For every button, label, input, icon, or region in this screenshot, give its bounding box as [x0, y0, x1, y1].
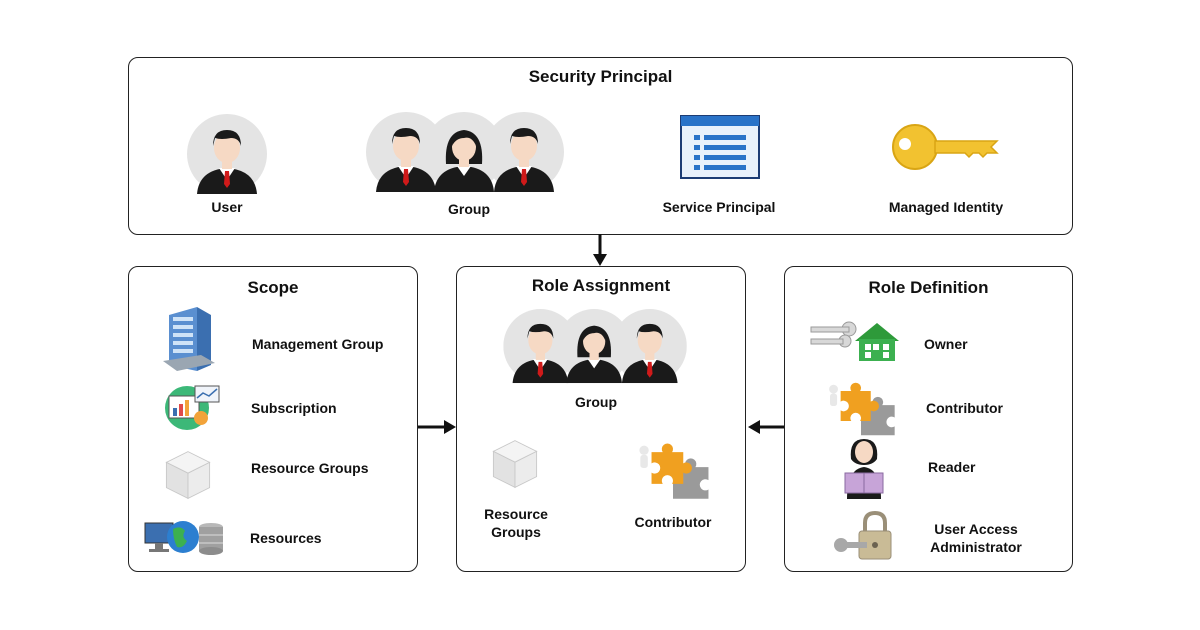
cube-icon: [488, 436, 542, 492]
cube-icon: [161, 447, 215, 503]
contributor-label: Contributor: [926, 400, 1003, 416]
arrow-left-icon: [748, 420, 786, 434]
user-label: User: [211, 199, 243, 215]
service-principal-label: Service Principal: [662, 199, 776, 215]
user-access-line1: User Access: [934, 521, 1018, 537]
scope-panel: Scope Management Group Subscription Reso…: [128, 266, 418, 572]
role-assignment-title: Role Assignment: [531, 276, 671, 295]
subscription-label: Subscription: [251, 400, 337, 416]
resource-groups-line1: Resource: [484, 506, 548, 522]
padlock-key-icon: [833, 511, 893, 561]
user-access-line2: Administrator: [930, 539, 1022, 555]
group-icon: [366, 112, 566, 194]
reader-icon: [843, 435, 885, 499]
puzzle-icon: [821, 375, 901, 437]
scope-title: Scope: [247, 278, 299, 297]
role-assignment-panel: Role Assignment Group Resource Groups Co…: [456, 266, 746, 572]
security-principal-panel: Security Principal User Group Service Pr…: [128, 57, 1073, 235]
house-keys-icon: [807, 319, 903, 363]
security-principal-title: Security Principal: [528, 67, 673, 86]
arrow-down-icon: [593, 234, 607, 266]
managed-identity-label: Managed Identity: [888, 199, 1004, 215]
user-icon: [187, 114, 267, 194]
role-definition-title: Role Definition: [868, 278, 989, 297]
building-icon: [161, 305, 217, 375]
service-principal-icon: [680, 115, 760, 179]
group-label: Group: [448, 201, 490, 217]
arrow-right-icon: [418, 420, 456, 434]
group-icon: [503, 309, 689, 385]
role-definition-panel: Role Definition Owner Contributor Reader: [784, 266, 1073, 572]
globe-database-icon: [143, 517, 227, 557]
resource-groups-line2: Groups: [491, 524, 541, 540]
resources-label: Resources: [250, 530, 322, 546]
reader-label: Reader: [928, 459, 976, 475]
role-assignment-group-label: Group: [575, 394, 617, 410]
dashboard-icon: [163, 384, 221, 432]
resource-groups-label: Resource Groups: [251, 460, 369, 476]
management-group-label: Management Group: [252, 336, 384, 352]
key-icon: [891, 122, 1001, 172]
role-assignment-contributor-label: Contributor: [634, 514, 712, 530]
owner-label: Owner: [924, 336, 968, 352]
puzzle-icon: [631, 435, 715, 501]
